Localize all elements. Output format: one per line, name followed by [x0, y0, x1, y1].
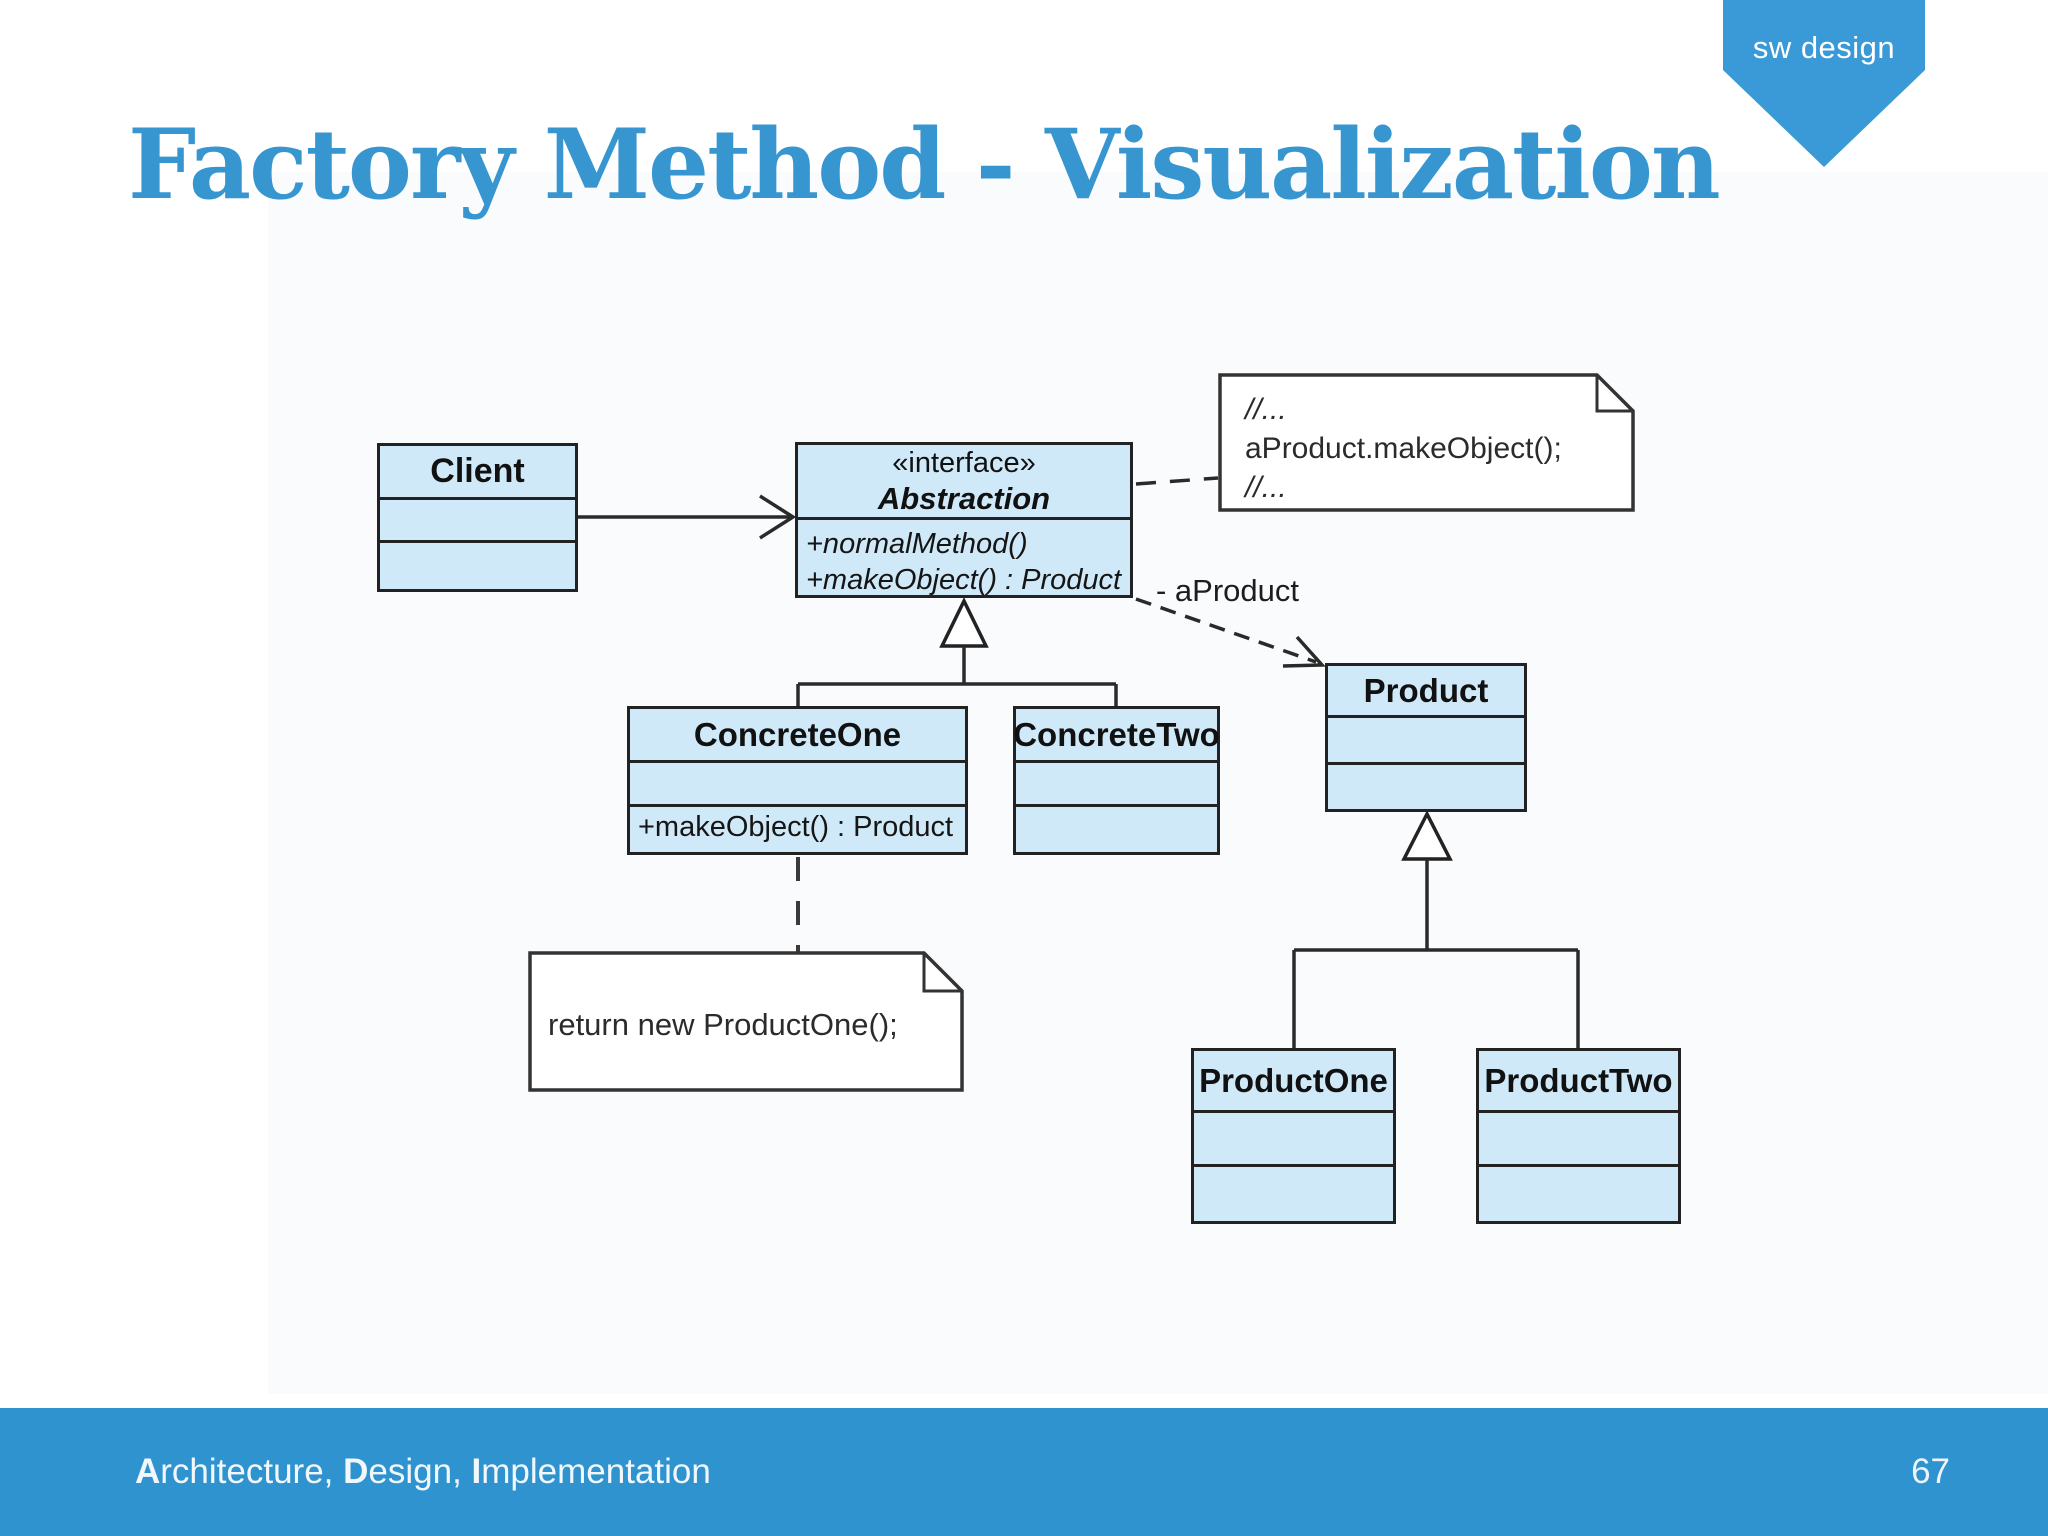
call-note-line-2: aProduct.makeObject(); [1245, 432, 1562, 465]
abstraction-method-normal: +normalMethod() [806, 528, 1028, 560]
footer-bold-d: D [343, 1452, 369, 1491]
call-note-line-1: //... [1245, 393, 1287, 426]
concrete-one-attributes-compartment [630, 760, 965, 804]
footer-bold-a: A [135, 1452, 161, 1491]
footer-rest-i: mplementation [481, 1452, 711, 1491]
concrete-one-method-makeobject: +makeObject() : Product [638, 811, 954, 843]
class-box-abstraction: «interface» Abstraction +normalMethod() … [795, 442, 1133, 598]
call-note-line-3: //... [1245, 471, 1287, 504]
class-name-product-two: ProductTwo [1484, 1061, 1673, 1099]
product-two-attributes-compartment [1479, 1110, 1678, 1164]
concrete-two-methods-compartment [1016, 804, 1217, 852]
class-box-product: Product [1325, 663, 1527, 812]
product-two-methods-compartment [1479, 1164, 1678, 1221]
client-methods-compartment [380, 540, 575, 589]
footer-course-label: Architecture, Design, Implementation [135, 1452, 711, 1492]
product-one-methods-compartment [1194, 1164, 1393, 1221]
abstraction-method-makeobject: +makeObject() : Product [806, 564, 1122, 596]
return-note-text: return new ProductOne(); [548, 1005, 898, 1044]
call-note-text: //... aProduct.makeObject(); //... [1245, 390, 1562, 507]
footer-bar: Architecture, Design, Implementation 67 [0, 1408, 2048, 1536]
client-attributes-compartment [380, 497, 575, 540]
footer-bold-i: I [471, 1452, 482, 1491]
product-methods-compartment [1328, 762, 1524, 809]
class-name-product: Product [1363, 671, 1489, 709]
abstraction-methods-compartment: +normalMethod() +makeObject() : Product [798, 517, 1130, 602]
class-name-client: Client [430, 452, 525, 490]
product-one-attributes-compartment [1194, 1110, 1393, 1164]
class-name-product-one: ProductOne [1199, 1061, 1388, 1099]
concrete-one-methods-compartment: +makeObject() : Product [630, 804, 965, 852]
footer-rest-d: esign, [368, 1452, 472, 1491]
class-box-product-two: ProductTwo [1476, 1048, 1681, 1224]
page-number: 67 [1911, 1452, 1950, 1491]
return-note-line-1: return new ProductOne(); [548, 1007, 898, 1042]
ribbon-label: sw design [1752, 30, 1896, 65]
concrete-two-attributes-compartment [1016, 760, 1217, 804]
product-attributes-compartment [1328, 715, 1524, 762]
page-title: Factory Method - Visualization [128, 108, 1721, 221]
class-name-concrete-two: ConcreteTwo [1013, 715, 1220, 753]
abstraction-title-compartment: «interface» Abstraction [798, 445, 1130, 517]
class-box-product-one: ProductOne [1191, 1048, 1396, 1224]
class-box-client: Client [377, 443, 578, 592]
class-box-concrete-two: ConcreteTwo [1013, 706, 1220, 855]
abstraction-stereotype: «interface» [892, 447, 1036, 479]
class-box-concrete-one: ConcreteOne +makeObject() : Product [627, 706, 968, 855]
aproduct-association-label: - aProduct [1156, 573, 1300, 608]
footer-rest-a: rchitecture, [160, 1452, 344, 1491]
class-name-abstraction: Abstraction [877, 481, 1051, 516]
class-name-concrete-one: ConcreteOne [693, 715, 902, 753]
